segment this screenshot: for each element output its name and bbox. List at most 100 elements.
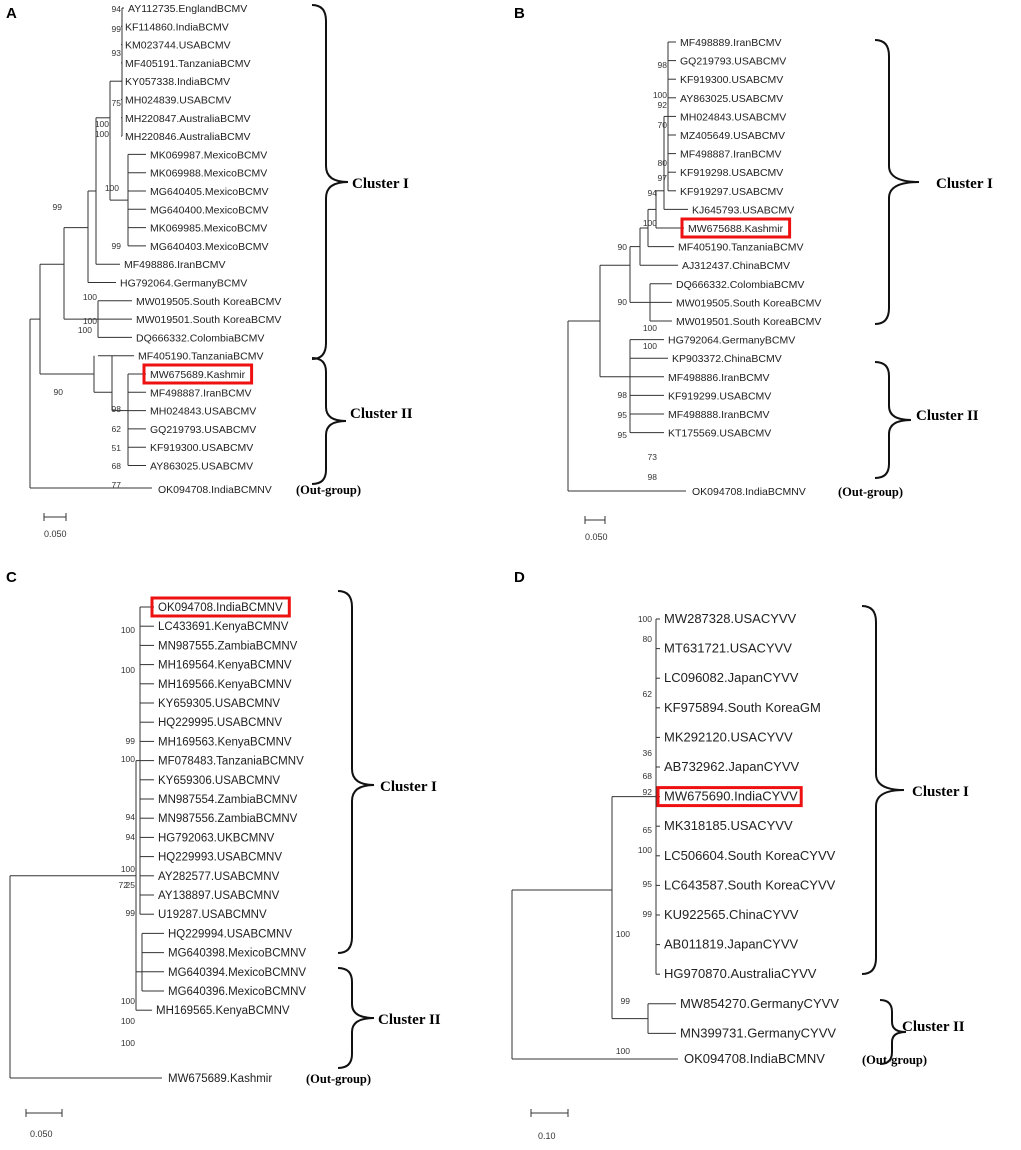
panel-d-bootstrap-value: 95 <box>643 879 653 889</box>
panel-b-cluster-2-brace <box>874 361 912 479</box>
panel-c-leaf-label: LC433691.KenyaBCMNV <box>158 621 289 633</box>
panel-d-cluster-1-brace <box>861 605 905 975</box>
panel-c-bootstrap-value: 25 <box>126 880 136 890</box>
panel-c-leaf-label: MN987554.ZambiaBCMNV <box>158 794 298 806</box>
panel-d-leaf-label: MK292120.USACYVV <box>664 729 793 744</box>
panel-a-cluster-1-brace <box>311 4 349 360</box>
panel-d-bootstrap-value: 99 <box>621 996 631 1006</box>
panel-a-bootstrap-value: 99 <box>53 202 63 212</box>
panel-a-bootstrap-value: 100 <box>95 119 109 129</box>
panel-d-bootstrap-value: 36 <box>643 748 653 758</box>
panel-d-leaf-label: KU922565.ChinaCYVV <box>664 907 799 922</box>
panel-d-tree: MW287328.USACYVVMT631721.USACYVVLC096082… <box>511 611 839 1060</box>
panel-c-cluster-2-label: Cluster II <box>378 1012 441 1028</box>
panel-d-bootstrap-value: 100 <box>638 845 652 855</box>
panel-d-cluster-2-label: Cluster II <box>902 1019 965 1035</box>
panel-b-bootstrap-value: 90 <box>618 242 628 252</box>
panel-b: B MF498889.IranBCMVGQ219793.USABCMVKF919… <box>514 5 993 542</box>
panel-b-leaf-label: AJ312437.ChinaBCMV <box>682 260 790 272</box>
panel-a-leaf-label: MH024839.USABCMV <box>125 95 231 107</box>
panel-c-leaf-label: HQ229993.USABCMNV <box>158 852 282 864</box>
panel-d-bootstrap-value: 100 <box>638 614 652 624</box>
panel-d-bootstrap-value: 62 <box>643 689 653 699</box>
panel-a-bootstrap-value: 100 <box>78 325 92 335</box>
panel-c-leaf-label: HQ229995.USABCMNV <box>158 717 282 729</box>
panel-d-scale-label: 0.10 <box>538 1131 556 1141</box>
panel-a-bootstrap-value: 90 <box>54 387 64 397</box>
panel-b-outgroup-leaf: OK094708.IndiaBCMNV <box>692 486 806 498</box>
panel-b-letter: B <box>514 5 525 22</box>
panel-b-bootstrap-value: 100 <box>643 218 657 228</box>
panel-b-bootstrap-value: 70 <box>658 120 668 130</box>
panel-a-cluster-2-label: Cluster II <box>350 406 413 422</box>
panel-c-cluster-2-brace <box>337 967 375 1069</box>
panel-a-leaf-label: MH024843.USABCMV <box>150 406 256 418</box>
panel-a-leaf-label: MH220847.AustraliaBCMV <box>125 113 250 125</box>
panel-b-bootstrap-value: 98 <box>618 390 628 400</box>
panel-a-leaf-label: MG640405.MexicoBCMV <box>150 186 268 198</box>
panel-b-leaf-label: DQ666332.ColombiaBCMV <box>676 279 804 291</box>
panel-a-bootstrap-value: 98 <box>112 404 122 414</box>
panel-b-bootstrap-value: 100 <box>653 90 667 100</box>
panel-c-highlight-box <box>150 596 291 618</box>
panel-b-leaf-label: MH024843.USABCMV <box>680 111 786 123</box>
panel-d-bootstrap-value: 80 <box>643 634 653 644</box>
panel-b-leaf-label: MW019501.South KoreaBCMV <box>676 316 821 328</box>
panel-b-scale-label: 0.050 <box>585 532 608 542</box>
panel-d-leaf-label: HG970870.AustraliaCYVV <box>664 966 817 981</box>
panel-a-leaf-label: AY112735.EnglandBCMV <box>128 3 247 15</box>
panel-b-leaf-label: GQ219793.USABCMV <box>680 56 786 68</box>
panel-b-leaf-label: KF919298.USABCMV <box>680 167 783 179</box>
panel-a-bootstrap-value: 62 <box>112 424 122 434</box>
panel-c-letter: C <box>6 569 17 586</box>
panel-a-tree: AY112735.EnglandBCMVKF114860.IndiaBCMVKM… <box>29 3 281 490</box>
panel-c-bootstrap-value: 100 <box>121 996 135 1006</box>
panel-c-leaf-label: KY659306.USABCMNV <box>158 775 280 787</box>
panel-c-leaf-label: MG640394.MexicoBCMNV <box>168 967 306 979</box>
panel-b-bootstrap-value: 98 <box>658 60 668 70</box>
panel-b-leaf-label: KP903372.ChinaBCMV <box>672 353 782 365</box>
panel-c-leaf-label: MH169564.KenyaBCMNV <box>158 660 292 672</box>
panel-d-outgroup-leaf: OK094708.IndiaBCMNV <box>684 1051 825 1066</box>
panel-d-leaf-label: MW675690.IndiaCYVV <box>664 789 798 804</box>
panel-d-bootstrap-value: 99 <box>643 909 653 919</box>
panel-b-bootstrap-value: 94 <box>648 188 658 198</box>
panel-d-cluster-1-label: Cluster I <box>912 784 969 800</box>
panel-c-leaf-label: MN987555.ZambiaBCMNV <box>158 640 298 652</box>
panel-c-leaf-label: MG640398.MexicoBCMNV <box>168 948 306 960</box>
panel-c-scale-label: 0.050 <box>30 1129 53 1139</box>
panel-a-leaf-label: KF919300.USABCMV <box>150 442 253 454</box>
panel-a-leaf-label: MG640400.MexicoBCMV <box>150 204 268 216</box>
panel-c-leaf-label: KY659305.USABCMNV <box>158 698 280 710</box>
panel-b-leaf-label: KJ645793.USABCMV <box>692 204 794 216</box>
panel-c: C OK094708.IndiaBCMNVLC433691.KenyaBCMNV… <box>6 569 441 1139</box>
panel-a-letter: A <box>6 5 17 22</box>
panel-a-leaf-label: MW675689.Kashmir <box>150 369 246 381</box>
panel-c-leaf-label: MH169566.KenyaBCMNV <box>158 679 292 691</box>
panel-d-leaf-label: MN399731.GermanyCYVV <box>680 1025 836 1040</box>
panel-b-tree: MF498889.IranBCMVGQ219793.USABCMVKF91930… <box>567 37 821 492</box>
panel-d: D MW287328.USACYVVMT631721.USACYVVLC0960… <box>511 569 969 1141</box>
panel-d-leaf-label: KF975894.South KoreaGM <box>664 700 821 715</box>
panel-a-bootstrap-value: 75 <box>112 98 122 108</box>
panel-d-highlight-box <box>656 786 803 808</box>
panel-a-leaf-label: KY057338.IndiaBCMV <box>125 76 230 88</box>
panel-c-bootstrap-value: 99 <box>126 736 136 746</box>
panel-a-bootstrap-value: 100 <box>83 316 97 326</box>
panel-d-leaf-label: MK318185.USACYVV <box>664 818 793 833</box>
panel-a-leaf-label: AY863025.USABCMV <box>150 461 253 473</box>
panel-b-leaf-label: MZ405649.USABCMV <box>680 130 785 142</box>
panel-b-leaf-label: KT175569.USABCMV <box>668 428 771 440</box>
panel-b-highlight-box <box>680 217 792 239</box>
panel-b-cluster-2-label: Cluster II <box>916 408 979 424</box>
panel-d-bootstrap-value: 100 <box>616 1046 630 1056</box>
panel-b-leaf-label: MF498888.IranBCMV <box>668 409 770 421</box>
panel-b-leaf-label: KF919297.USABCMV <box>680 186 783 198</box>
panel-a-bootstrap-value: 99 <box>112 24 122 34</box>
panel-b-bootstrap-value: 80 <box>658 158 668 168</box>
panel-c-outgroup-leaf: MW675689.Kashmir <box>168 1073 272 1085</box>
panel-b-leaf-label: HG792064.GermanyBCMV <box>668 335 795 347</box>
panel-a: A AY112735.EnglandBCMVKF114860.IndiaBCMV… <box>6 3 413 539</box>
panel-c-bootstrap-value: 100 <box>121 665 135 675</box>
panel-c-bootstrap-value: 99 <box>126 908 136 918</box>
